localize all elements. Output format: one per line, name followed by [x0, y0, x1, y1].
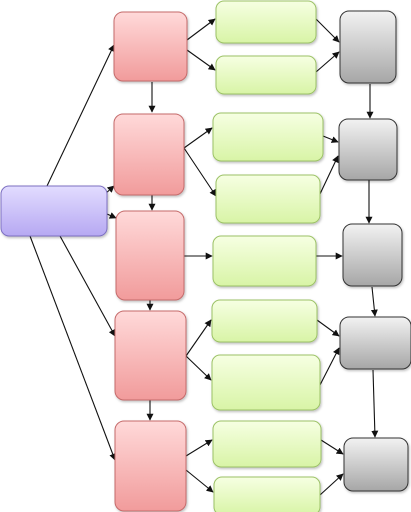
node-gray-2-box [338, 118, 398, 181]
arrow-red-4-to-green-4a [185, 319, 212, 357]
node-green-1b-box [215, 55, 317, 95]
arrow-green-1b-to-gray-1 [315, 51, 340, 73]
node-source [0, 185, 108, 237]
node-gray-2 [338, 118, 398, 181]
arrow-red-1-to-green-1a [186, 18, 216, 41]
node-red-3-box [115, 210, 185, 301]
arrow-green-5b-to-gray-5 [319, 473, 344, 496]
node-red-1 [113, 11, 188, 82]
node-red-2-box [113, 113, 185, 196]
arrow-gray-4-to-gray-5 [371, 369, 379, 438]
node-green-3-box [212, 235, 317, 287]
node-green-1a [215, 0, 317, 44]
arrow-red-5-to-green-5b [185, 469, 214, 493]
node-red-3 [115, 210, 185, 301]
node-green-2b [215, 174, 321, 224]
arrow-red-5-to-green-5a [185, 439, 213, 457]
node-gray-4 [339, 316, 411, 370]
arrow-gray-3-to-gray-4 [370, 286, 378, 317]
node-gray-5-box [343, 437, 409, 492]
node-green-4a [211, 299, 318, 343]
arrow-green-1a-to-gray-1 [315, 18, 340, 43]
node-green-5b-box [213, 476, 321, 512]
node-gray-5 [343, 437, 409, 492]
node-green-5b [213, 476, 321, 512]
arrow-green-5a-to-gray-5 [320, 439, 344, 455]
node-green-5a [212, 420, 322, 468]
arrow-red-2-to-green-2b [183, 147, 217, 197]
node-green-5a-box [212, 420, 322, 468]
node-red-1-box [113, 11, 188, 82]
arrow-green-4b-to-gray-4 [319, 347, 340, 386]
arrow-red-1-to-green-1b [186, 49, 216, 71]
node-gray-1 [339, 10, 397, 84]
arrow-source-to-red-5 [29, 235, 117, 461]
node-green-4b [211, 354, 321, 411]
arrow-red-2-to-green-2a [183, 127, 213, 149]
node-green-2a [212, 112, 324, 162]
node-gray-3 [342, 223, 403, 287]
node-green-3 [212, 235, 317, 287]
arrow-source-to-red-3 [106, 212, 117, 219]
node-gray-4-box [339, 316, 411, 370]
arrow-green-2b-to-gray-2 [319, 155, 339, 195]
arrow-green-2a-to-gray-2 [322, 135, 339, 143]
node-source-box [0, 185, 108, 237]
edges-layer [29, 18, 379, 496]
node-green-2b-box [215, 174, 321, 224]
node-green-1b [215, 55, 317, 95]
arrow-red-4-to-green-4b [185, 355, 212, 381]
node-green-1a-box [215, 0, 317, 44]
node-green-4b-box [211, 354, 321, 411]
node-gray-1-box [339, 10, 397, 84]
node-green-2a-box [212, 112, 324, 162]
node-red-5-box [114, 420, 187, 512]
node-red-2 [113, 113, 185, 196]
node-red-4 [114, 310, 187, 401]
arrow-source-to-red-4 [59, 235, 116, 337]
node-gray-3-box [342, 223, 403, 287]
arrow-source-to-red-1 [46, 44, 115, 187]
node-green-4a-box [211, 299, 318, 343]
node-red-5 [114, 420, 187, 512]
node-red-4-box [114, 310, 187, 401]
arrow-green-4a-to-gray-4 [316, 319, 340, 337]
